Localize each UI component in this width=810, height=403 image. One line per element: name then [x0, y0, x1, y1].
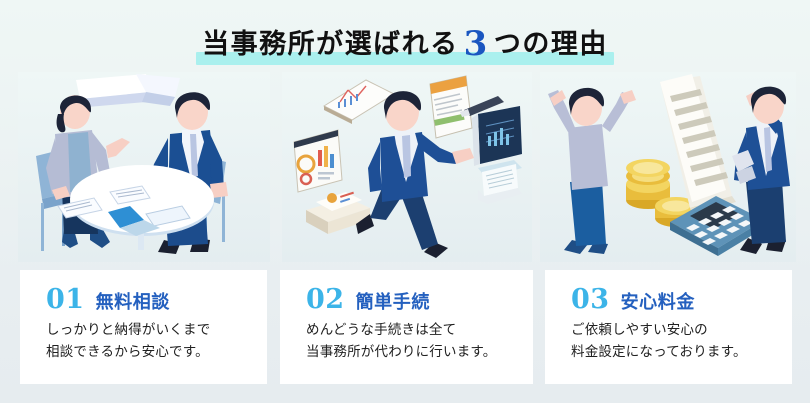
dashboard-screen	[293, 129, 343, 193]
card-body: しっかりと納得がいくまで 相談できるから安心です。	[46, 320, 267, 364]
running-businessman	[356, 91, 474, 258]
card-number: 03	[571, 284, 610, 315]
card-body: めんどうな手続きは全て 当事務所が代わりに行います。	[306, 320, 533, 364]
card-body-line-1: めんどうな手続きは全て	[306, 322, 457, 338]
laptop	[108, 206, 160, 236]
pricing-illustration	[540, 72, 796, 262]
card-title: 無料相談	[95, 292, 170, 313]
card-header: 01 無料相談	[46, 286, 267, 313]
feature-card-row: 01 無料相談 しっかりと納得がいくまで 相談できるから安心です。 02 簡単手…	[0, 270, 810, 384]
feature-card-02[interactable]: 02 簡単手続 めんどうな手続きは全て 当事務所が代わりに行います。	[280, 270, 533, 384]
card-header: 02 簡単手続	[306, 286, 533, 313]
card-number: 02	[306, 284, 345, 315]
feature-card-03[interactable]: 03 安心料金 ご依頼しやすい安心の 料金設定になっております。	[545, 270, 792, 384]
card-body-line-2: 料金設定になっております。	[571, 343, 747, 360]
illustration-row	[0, 72, 810, 262]
feature-card-01[interactable]: 01 無料相談 しっかりと納得がいくまで 相談できるから安心です。	[20, 270, 267, 384]
card-header: 03 安心料金	[571, 286, 792, 313]
title-number: 3	[463, 24, 489, 64]
procedures-illustration	[282, 72, 532, 262]
cheering-woman	[548, 87, 636, 254]
card-body-line-1: ご依頼しやすい安心の	[571, 322, 708, 338]
speech-bubble	[76, 74, 180, 108]
document-with-pen	[429, 75, 504, 139]
card-title: 安心料金	[620, 292, 695, 313]
chart-board	[472, 106, 522, 166]
folder-stack	[306, 191, 370, 234]
card-body: ご依頼しやすい安心の 料金設定になっております。	[571, 320, 792, 364]
document-tray	[478, 160, 522, 204]
notebook-chart	[322, 79, 396, 124]
calculator	[670, 196, 764, 256]
large-document	[660, 74, 736, 214]
title-highlight-bar	[196, 52, 614, 65]
woman-consultant	[46, 95, 130, 248]
card-body-line-1: しっかりと納得がいくまで	[46, 322, 211, 338]
card-body-line-2: 当事務所が代わりに行います。	[306, 343, 497, 360]
title-text-before: 当事務所が選ばれる	[202, 29, 459, 60]
card-title: 簡単手続	[355, 292, 430, 313]
card-number: 01	[46, 284, 85, 315]
documents	[57, 185, 191, 227]
pointing-man	[732, 86, 790, 254]
coin-stacks	[626, 159, 697, 227]
title-text-after: つの理由	[493, 29, 608, 60]
consultation-illustration	[18, 72, 270, 262]
card-body-line-2: 相談できるから安心です。	[46, 343, 209, 360]
